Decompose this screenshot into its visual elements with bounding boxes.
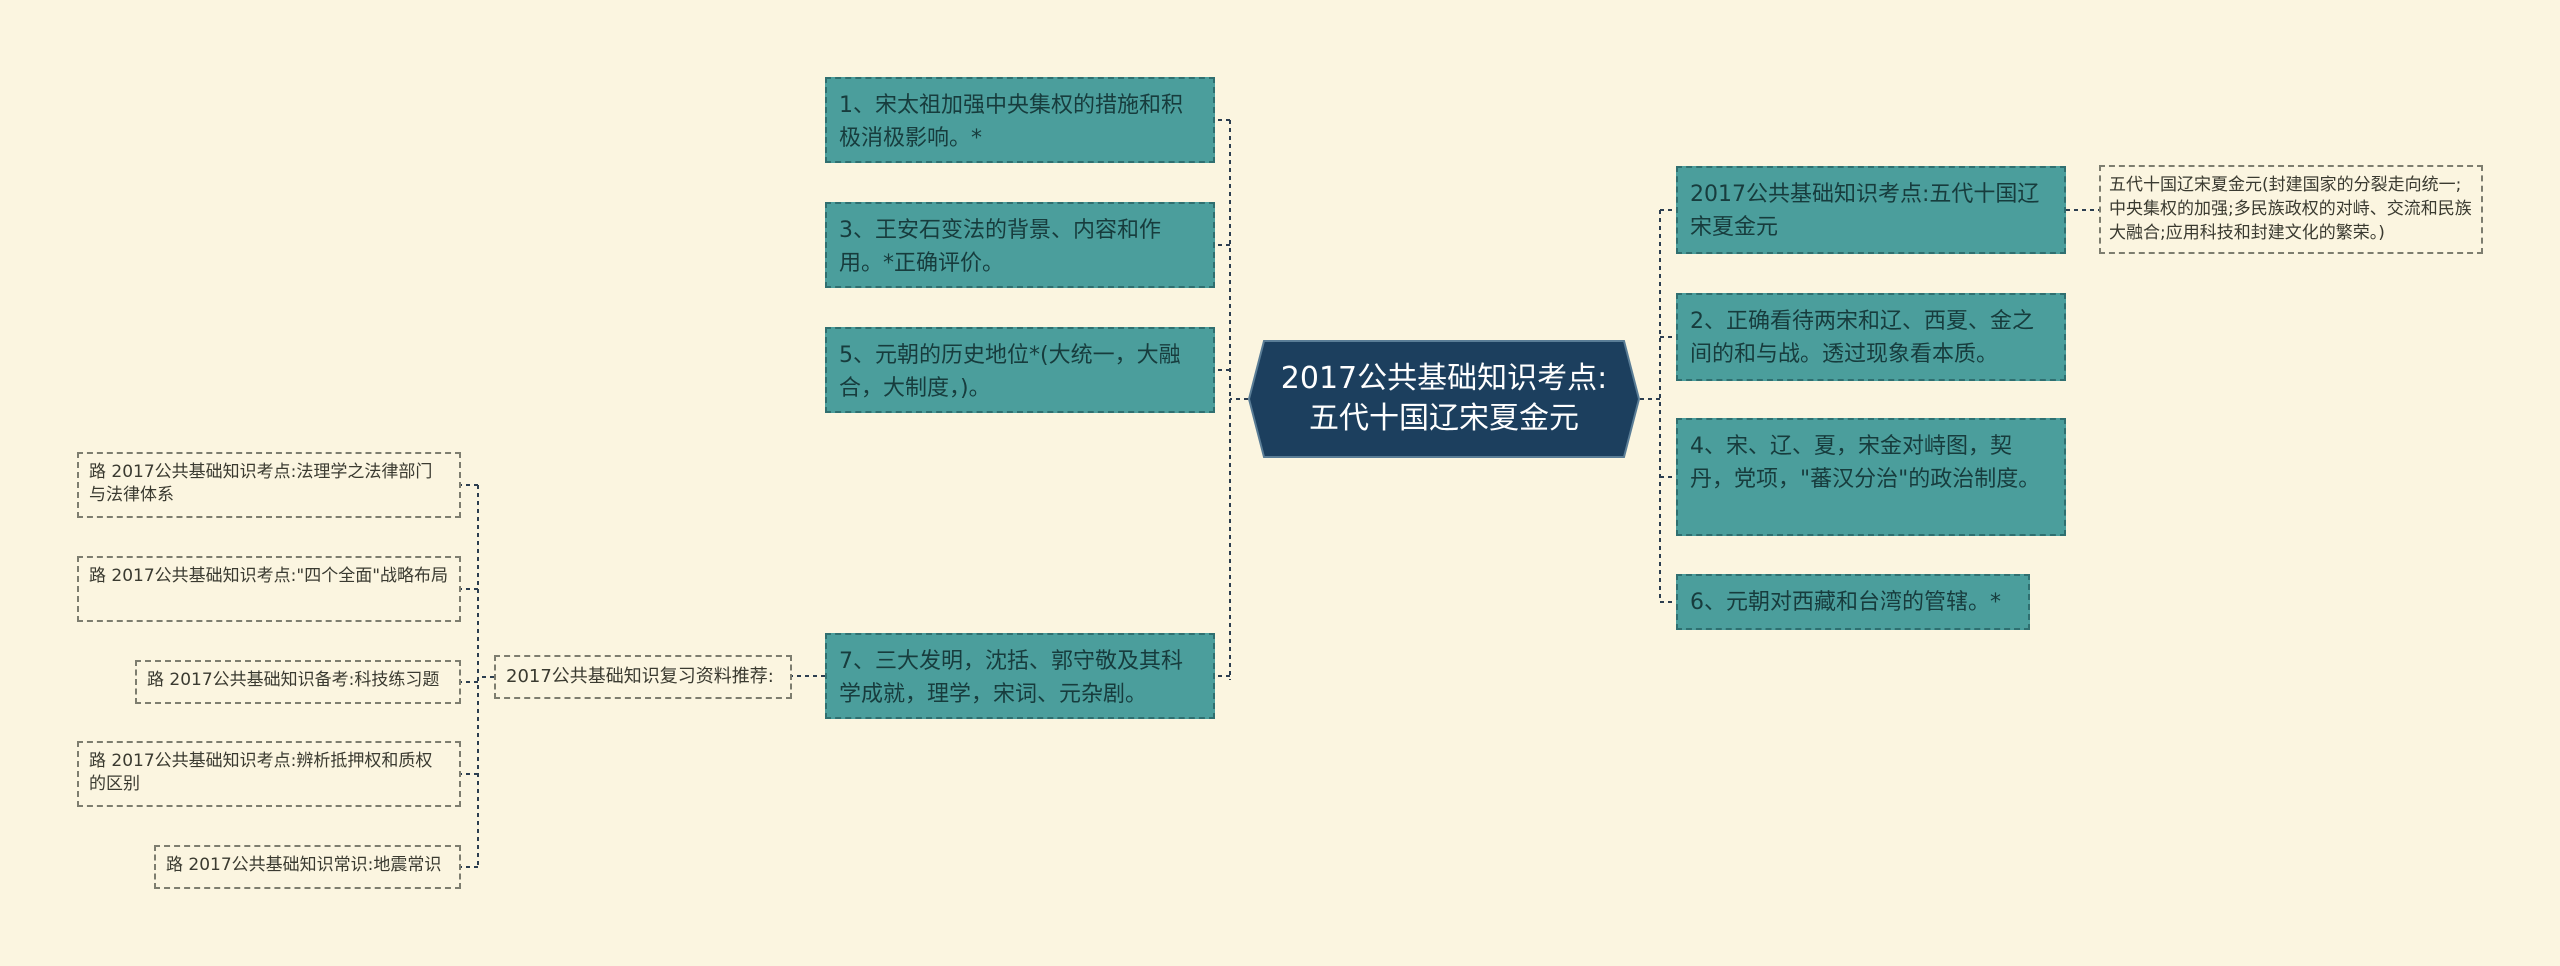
left-topic-7[interactable]: 7、三大发明，沈括、郭守敬及其科学成就，理学，宋词、元杂剧。 — [825, 633, 1215, 719]
right-topic-2[interactable]: 2、正确看待两宋和辽、西夏、金之间的和与战。透过现象看本质。 — [1676, 293, 2066, 381]
right-topic-6[interactable]: 6、元朝对西藏和台湾的管辖。* — [1676, 574, 2030, 630]
recommend-hub[interactable]: 2017公共基础知识复习资料推荐: — [494, 655, 792, 699]
right-detail-note[interactable]: 五代十国辽宋夏金元(封建国家的分裂走向统一;中央集权的加强;多民族政权的对峙、交… — [2099, 165, 2483, 254]
recommend-link-1[interactable]: 路 2017公共基础知识考点:法理学之法律部门与法律体系 — [77, 452, 461, 518]
central-topic[interactable]: 2017公共基础知识考点:五代十国辽宋夏金元 — [1248, 340, 1640, 458]
recommend-link-5[interactable]: 路 2017公共基础知识常识:地震常识 — [154, 845, 461, 889]
left-topic-5[interactable]: 5、元朝的历史地位*(大统一，大融合，大制度，)。 — [825, 327, 1215, 413]
right-topic-overview[interactable]: 2017公共基础知识考点:五代十国辽宋夏金元 — [1676, 166, 2066, 254]
central-topic-shape — [1248, 340, 1640, 458]
right-topic-4[interactable]: 4、宋、辽、夏，宋金对峙图，契丹，党项，"蕃汉分治"的政治制度。 — [1676, 418, 2066, 536]
recommend-link-3[interactable]: 路 2017公共基础知识备考:科技练习题 — [135, 660, 461, 704]
central-topic-label: 2017公共基础知识考点:五代十国辽宋夏金元 — [1280, 361, 1608, 436]
recommend-link-4[interactable]: 路 2017公共基础知识考点:辨析抵押权和质权的区别 — [77, 741, 461, 807]
recommend-link-2[interactable]: 路 2017公共基础知识考点:"四个全面"战略布局 — [77, 556, 461, 622]
left-topic-3[interactable]: 3、王安石变法的背景、内容和作用。*正确评价。 — [825, 202, 1215, 288]
left-topic-1[interactable]: 1、宋太祖加强中央集权的措施和积极消极影响。* — [825, 77, 1215, 163]
